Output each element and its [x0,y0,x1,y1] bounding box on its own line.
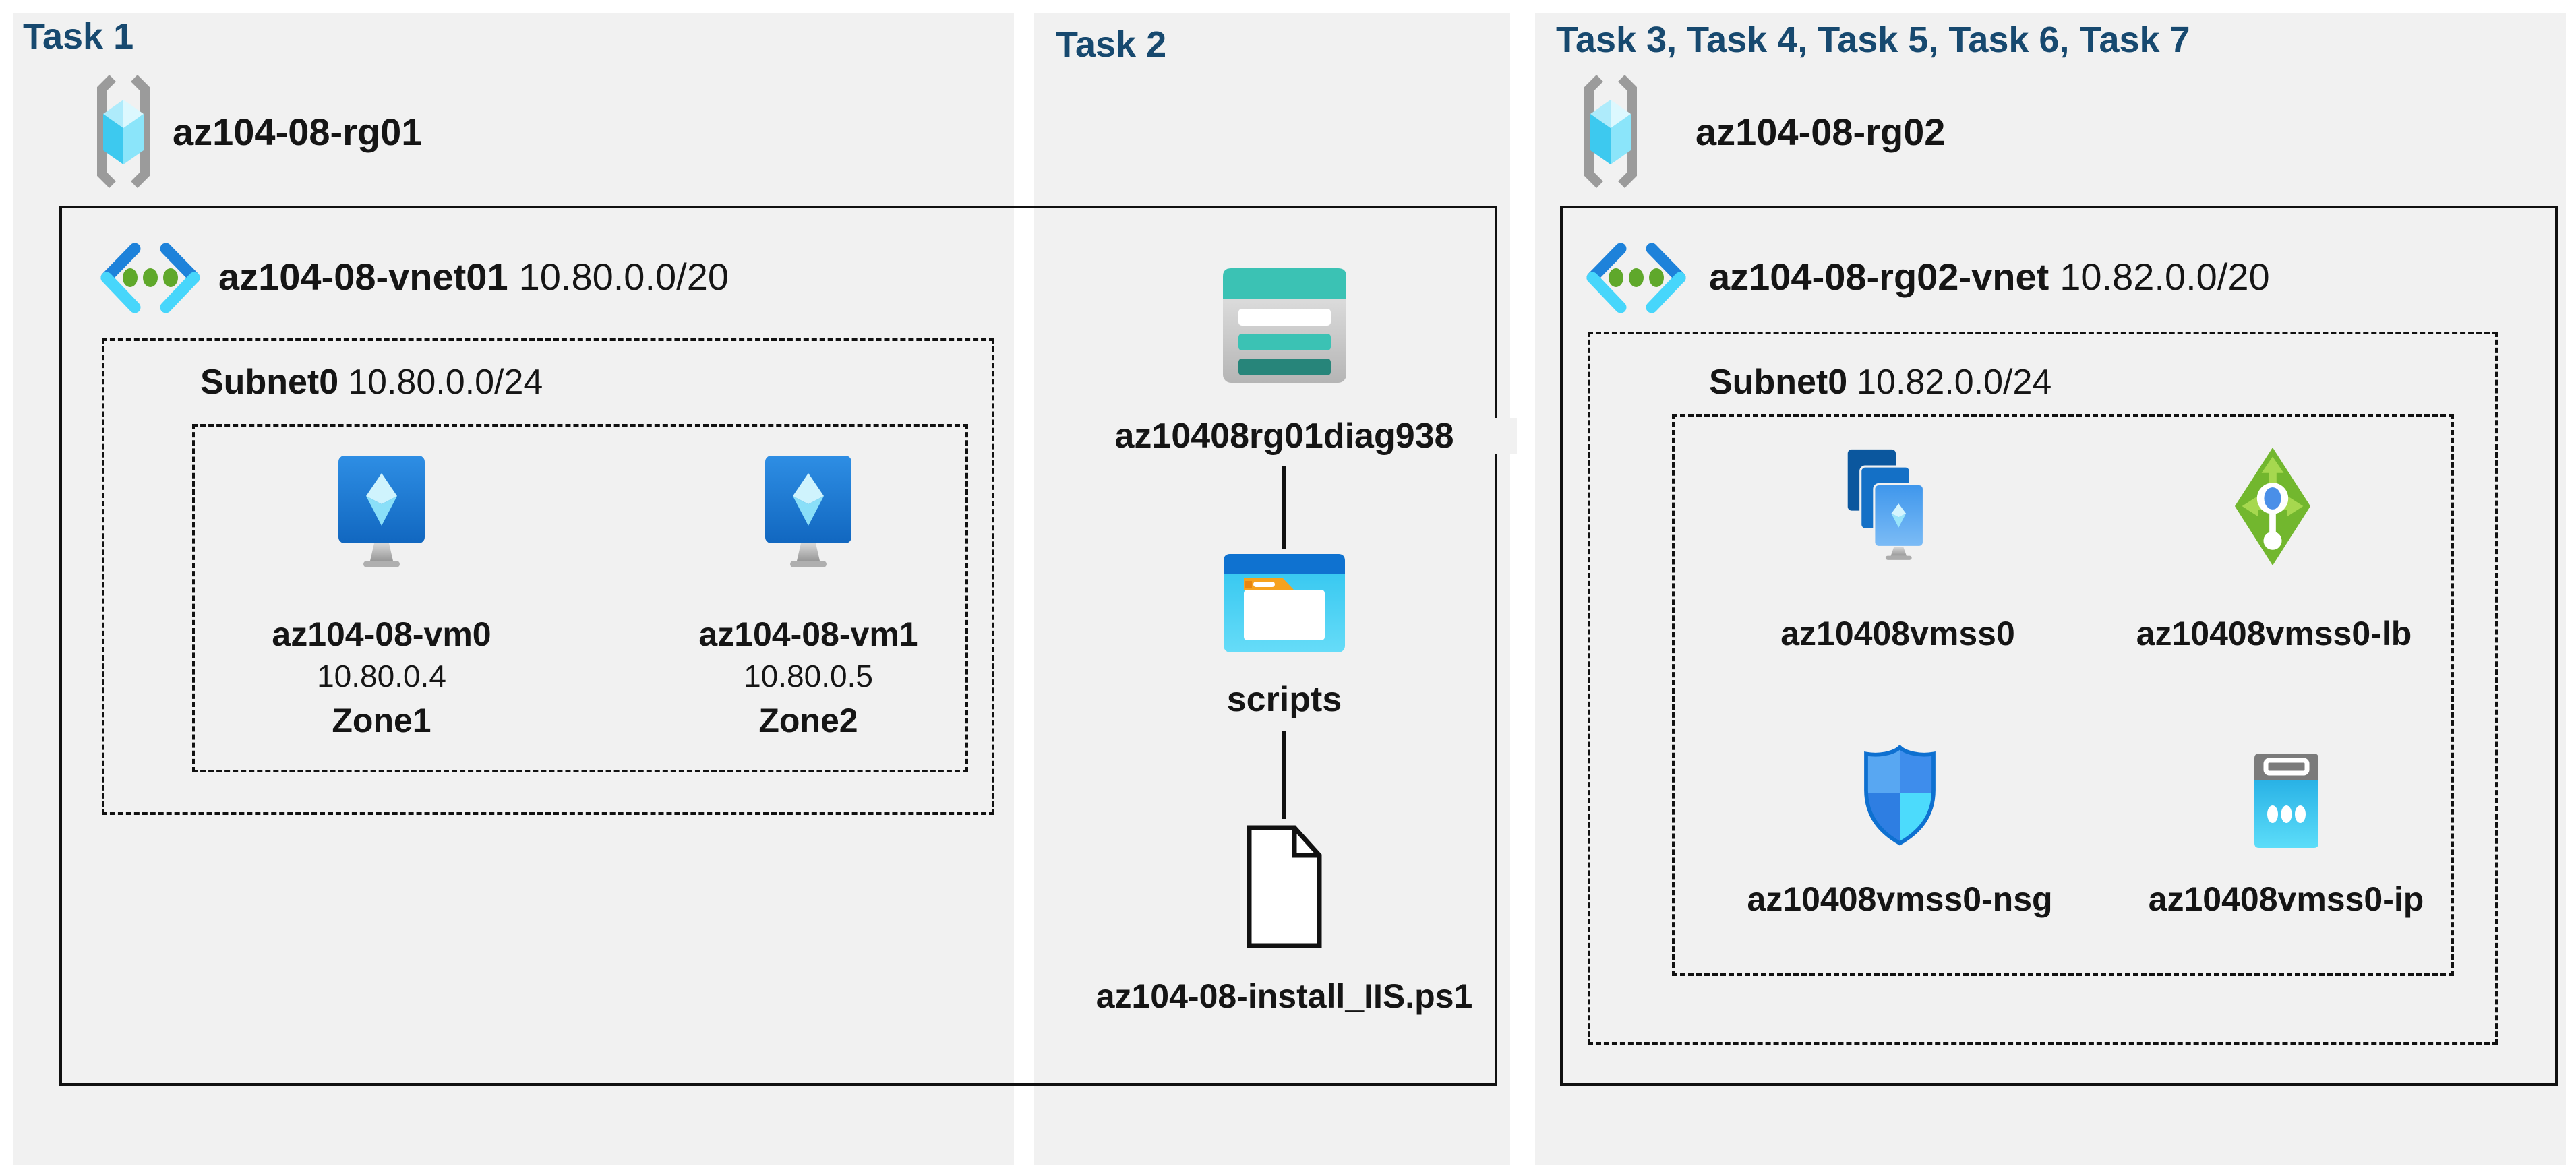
vnet2-box [1560,206,2558,1086]
resource-group-name: az104-08-rg01 [173,111,423,153]
task1-panel [13,13,1014,1165]
vmss-group-box [1672,414,2454,976]
virtual-network-icon [100,243,201,313]
connector-line [1282,466,1286,549]
storage-account-icon [1223,268,1346,383]
load-balancer-icon [2234,446,2312,567]
scripts-folder-icon [1224,554,1345,652]
connector-line [1282,731,1286,819]
subnet1-box [102,338,994,815]
subnet2-cidr: 10.82.0.0/24 [1857,363,2052,402]
zone-box [192,424,968,772]
vm-icon [765,456,852,569]
vm0-name: az104-08-vm0 [272,615,491,653]
public-ip-icon [2254,754,2318,848]
subnet1-cidr: 10.80.0.0/24 [348,363,543,402]
task2-header: Task 2 [1056,24,1167,65]
vnet2-cidr: 10.82.0.0/20 [2060,255,2270,298]
vm1-name: az104-08-vm1 [698,615,918,653]
vnet2-name: az104-08-rg02-vnet [1709,255,2049,298]
script-file-icon [1246,825,1323,948]
virtual-network-icon [1586,243,1687,313]
vnet1-name: az104-08-vnet01 [218,255,508,298]
vm0-ip: 10.80.0.4 [317,658,446,694]
vmss-icon [1846,448,1950,560]
vm1-zone: Zone2 [758,702,858,739]
vmss-name: az10408vmss0 [1780,615,2015,652]
resource-group-icon [1581,74,1640,189]
resource-group2-name: az104-08-rg02 [1696,111,1946,153]
vnet1-cidr: 10.80.0.0/20 [518,255,729,298]
vm-icon [338,456,425,569]
vnet1-box [59,206,1497,1086]
nsg-name: az10408vmss0-nsg [1747,880,2053,918]
vm1-ip: 10.80.0.5 [744,658,873,694]
storage-account-name: az10408rg01diag938 [1052,418,1517,454]
load-balancer-name: az10408vmss0-lb [2136,615,2412,652]
script-file-name: az104-08-install_IIS.ps1 [1096,977,1473,1015]
vnet2-label: az104-08-rg02-vnet 10.82.0.0/20 [1709,257,2270,297]
subnet2-name: Subnet0 [1709,363,1848,402]
task1-header: Task 1 [23,16,134,57]
subnet2-box [1588,332,2498,1045]
nsg-shield-icon [1862,745,1938,846]
subnet1-name: Subnet0 [200,363,339,402]
public-ip-name: az10408vmss0-ip [2148,880,2424,918]
resource-group-icon [94,74,153,189]
vm0-zone: Zone1 [332,702,431,739]
scripts-folder-name: scripts [1226,680,1342,719]
task3-header: Task 3, Task 4, Task 5, Task 6, Task 7 [1556,20,2190,60]
